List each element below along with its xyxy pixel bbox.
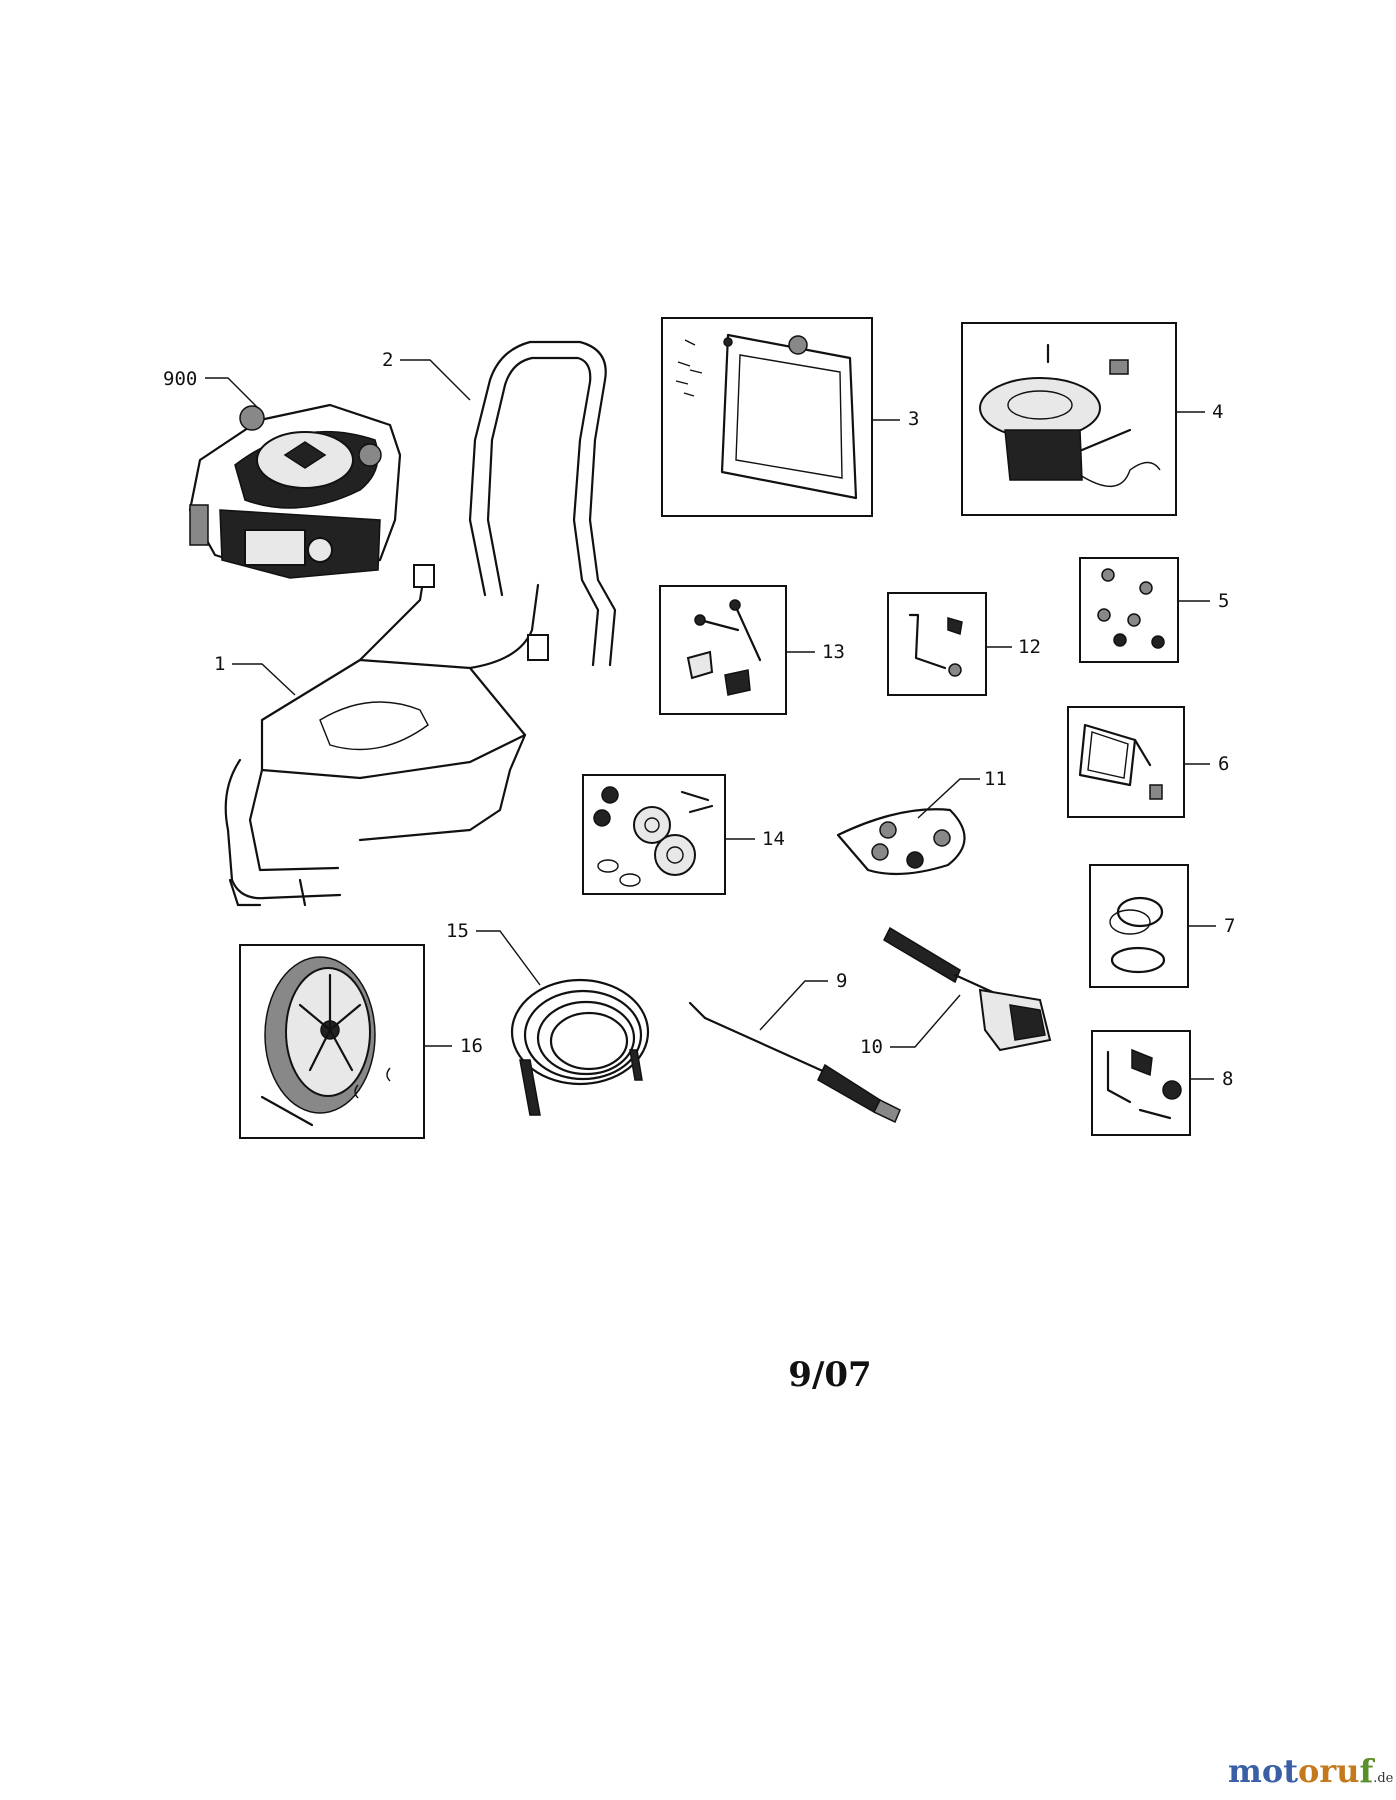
leader-9 <box>759 980 828 1031</box>
watermark-part1: mot <box>1228 1752 1298 1790</box>
wheel-kit <box>260 956 391 1127</box>
part-label-16: 16 <box>460 1035 483 1057</box>
part-label-10: 10 <box>860 1036 883 1058</box>
leader-2 <box>400 359 471 401</box>
part-label-3: 3 <box>908 408 919 430</box>
handle <box>468 340 617 667</box>
leader-15 <box>476 930 541 986</box>
frame-base <box>224 564 549 907</box>
part-label-13: 13 <box>822 641 845 663</box>
watermark-tld: .de <box>1373 1771 1394 1786</box>
part-label-6: 6 <box>1218 753 1229 775</box>
part-label-4: 4 <box>1212 401 1223 423</box>
holder-kit <box>908 613 963 677</box>
engine <box>188 403 402 579</box>
pump-kit <box>979 343 1161 488</box>
screw-kit-box <box>1079 557 1179 663</box>
hardware-kit <box>593 786 714 887</box>
panel-kit-box <box>661 317 873 517</box>
bracket-kit <box>1078 723 1163 800</box>
watermark-part2: oru <box>1297 1752 1360 1790</box>
part-label-2: 2 <box>382 349 393 371</box>
nozzle-kit <box>836 808 966 876</box>
bolt-kit-box <box>659 585 787 715</box>
holder-kit-box <box>887 592 987 696</box>
revision-date: 9/07 <box>788 1355 872 1395</box>
part-label-1: 1 <box>214 653 225 675</box>
hook-kit <box>1106 1048 1182 1120</box>
leader-11 <box>917 778 980 819</box>
spray-gun <box>883 926 1052 1052</box>
cap-kit <box>1109 896 1166 974</box>
bolt-kit <box>686 599 762 696</box>
part-label-14: 14 <box>762 828 785 850</box>
panel-kit <box>675 333 858 500</box>
spray-wand <box>688 1001 901 1124</box>
part-label-11: 11 <box>984 768 1007 790</box>
part-label-5: 5 <box>1218 590 1229 612</box>
leader-900 <box>205 377 259 409</box>
part-label-900: 900 <box>163 368 197 390</box>
watermark-logo: motoruf.de <box>1228 1752 1396 1792</box>
part-label-7: 7 <box>1224 915 1235 937</box>
leader-10 <box>890 994 961 1048</box>
watermark-part3: f <box>1359 1752 1374 1790</box>
part-label-8: 8 <box>1222 1068 1233 1090</box>
screw-kit <box>1097 568 1165 649</box>
part-label-15: 15 <box>446 920 469 942</box>
part-label-9: 9 <box>836 970 847 992</box>
high-pressure-hose <box>510 978 650 1116</box>
leader-1 <box>232 663 296 696</box>
part-label-12: 12 <box>1018 636 1041 658</box>
